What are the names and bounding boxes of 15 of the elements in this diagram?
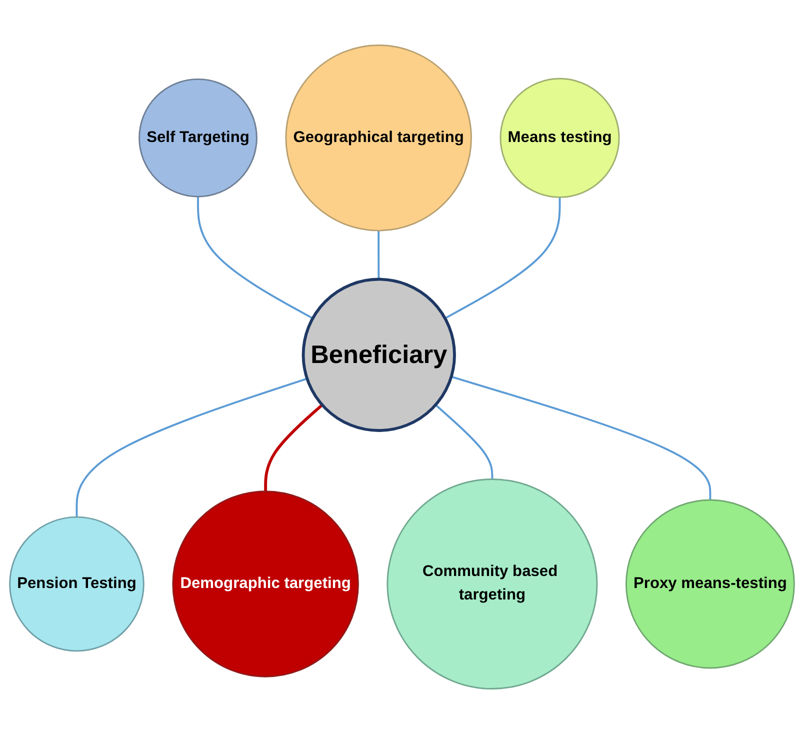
node-circle: Means testing (500, 78, 620, 198)
connector (444, 197, 561, 320)
connector (76, 378, 308, 518)
node-circle: Geographical targeting (285, 44, 472, 232)
node-circle: Demographic targeting (172, 490, 359, 678)
node-circle: Beneficiary (302, 278, 456, 432)
connector (197, 196, 314, 320)
connector (378, 230, 380, 280)
node-circle: Community based targeting (386, 478, 598, 690)
node-circle: Self Targeting (138, 78, 258, 198)
connector (264, 404, 324, 492)
connector (451, 376, 712, 500)
node-circle: Proxy means-testing (625, 499, 795, 669)
connector (434, 404, 494, 480)
node-circle: Pension Testing (9, 516, 144, 652)
